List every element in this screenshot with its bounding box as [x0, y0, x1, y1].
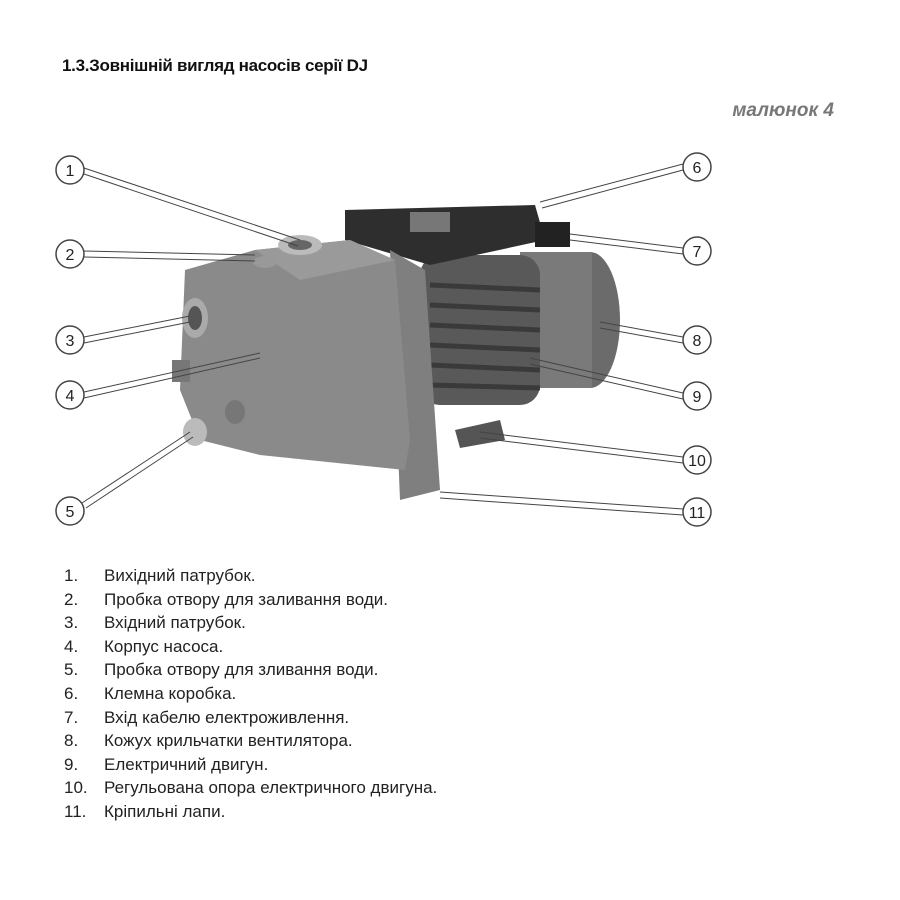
list-item: 10.Регульована опора електричного двигун…	[64, 778, 438, 798]
svg-text:4: 4	[66, 388, 75, 405]
callout-4: 4	[55, 380, 85, 410]
list-item: 8.Кожух крильчатки вентилятора.	[64, 731, 353, 751]
list-item: 4.Корпус насоса.	[64, 636, 224, 656]
list-item: 2.Пробка отвору для заливання води.	[64, 589, 388, 609]
list-item: 3.Вхідний патрубок.	[64, 613, 246, 633]
svg-text:5: 5	[66, 504, 75, 521]
callout-7: 7	[682, 236, 712, 266]
callout-2: 2	[55, 239, 85, 269]
callout-leaders	[81, 163, 684, 516]
list-item: 11.Кріпильні лапи.	[64, 801, 226, 821]
svg-text:9: 9	[693, 389, 702, 406]
callout-9: 9	[682, 381, 712, 411]
parts-list: 1.Вихідний патрубок. 2.Пробка отвору для…	[64, 564, 437, 824]
svg-text:6: 6	[693, 160, 702, 177]
callout-3: 3	[55, 325, 85, 355]
callout-1: 1	[55, 155, 85, 185]
callout-8: 8	[682, 325, 712, 355]
pump-illustration	[172, 205, 620, 500]
svg-text:3: 3	[66, 333, 75, 350]
list-item: 7.Вхід кабелю електроживлення.	[64, 707, 350, 727]
figure-label: малюнок 4	[732, 100, 834, 121]
list-item: 1.Вихідний патрубок.	[64, 566, 256, 585]
callout-11: 11	[682, 497, 712, 527]
callout-markers: 1 2 3 4 5 6 7 8 9 10 11	[55, 152, 712, 527]
svg-text:11: 11	[689, 505, 706, 522]
svg-text:7: 7	[693, 244, 702, 261]
svg-text:10: 10	[688, 453, 706, 470]
section-title: 1.3.Зовнішній вигляд насосів серії DJ	[62, 56, 368, 75]
list-item: 5.Пробка отвору для зливання води.	[64, 660, 379, 680]
svg-text:2: 2	[66, 247, 75, 264]
list-item: 6.Клемна коробка.	[64, 683, 237, 703]
pump-diagram: 1 2 3 4 5 6 7 8 9 10 11	[55, 152, 712, 527]
callout-10: 10	[682, 445, 712, 475]
list-item: 9.Електричний двигун.	[64, 754, 269, 774]
svg-text:1: 1	[66, 163, 75, 180]
callout-5: 5	[55, 496, 85, 526]
svg-text:8: 8	[693, 333, 702, 350]
callout-6: 6	[682, 152, 712, 182]
